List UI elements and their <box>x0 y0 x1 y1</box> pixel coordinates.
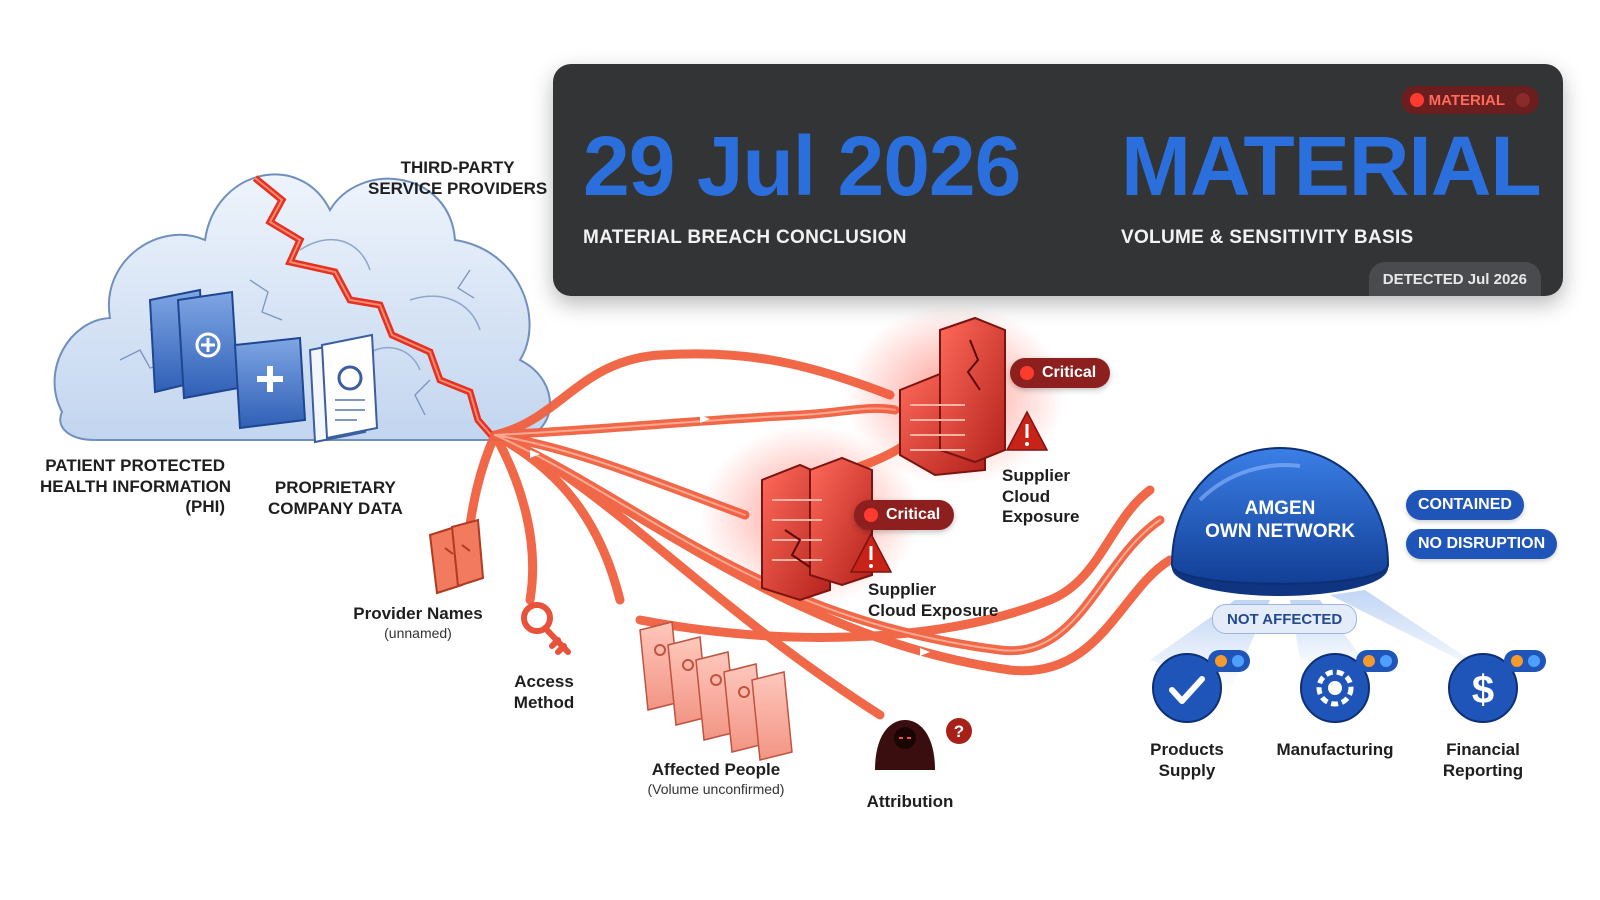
breach-summary-panel: MATERIAL 29 Jul 2026 MATERIAL BREACH CON… <box>553 64 1563 296</box>
status-dot-icon <box>1409 93 1424 107</box>
warning-icon <box>849 532 893 573</box>
date-caption: MATERIAL BREACH CONCLUSION <box>583 227 907 248</box>
provider-names-item: Provider Names (unnamed) <box>353 604 483 641</box>
proprietary-documents-icon <box>308 333 379 444</box>
hooded-figure-icon: ? <box>875 718 972 770</box>
alert-dot-icon <box>864 508 878 522</box>
gear-icon <box>1300 650 1398 723</box>
network-name: AMGEN OWN NETWORK <box>1205 498 1355 542</box>
affected-documents-icon <box>639 621 793 761</box>
phi-label: PATIENT PROTECTED HEALTH INFORMATION (PH… <box>40 456 232 517</box>
svg-text:$: $ <box>1472 668 1494 712</box>
status-badge: MATERIAL <box>1400 86 1539 114</box>
dollar-icon: $ <box>1448 650 1546 723</box>
phi-folders-icon <box>148 288 307 430</box>
function-label-manufacturing: Manufacturing <box>1276 740 1394 759</box>
function-label-financial-reporting: Financial Reporting <box>1442 740 1524 780</box>
not-affected-badge: NOT AFFECTED <box>1212 604 1358 634</box>
warning-icon <box>1005 410 1049 451</box>
third-party-label: THIRD-PARTY SERVICE PROVIDERS <box>368 158 548 198</box>
broken-id-card-icon <box>428 518 485 595</box>
check-icon <box>1152 650 1250 723</box>
function-label-products-supply: Products Supply <box>1150 740 1224 780</box>
critical-badge: Critical <box>1010 358 1111 388</box>
attribution-label: Attribution <box>866 792 954 811</box>
no-disruption-badge: NO DISRUPTION <box>1406 529 1558 559</box>
contained-badge: CONTAINED <box>1406 490 1524 520</box>
proprietary-label: PROPRIETARY COMPANY DATA <box>268 478 403 518</box>
affected-people-item: Affected People (Volume unconfirmed) <box>647 760 785 797</box>
alert-dot-icon <box>1020 366 1034 380</box>
critical-badge: Critical <box>854 500 955 530</box>
determination: MATERIAL <box>1121 119 1542 213</box>
supplier-cloud-exposure-label: Supplier Cloud Exposure <box>1002 466 1080 527</box>
status-dot-icon <box>1516 93 1530 107</box>
svg-text:?: ? <box>954 722 964 741</box>
access-method-label: Access Method <box>513 672 575 712</box>
detected-badge: DETECTED Jul 2026 <box>1368 262 1541 296</box>
supplier-cloud-exposure-label: Supplier Cloud Exposure <box>868 580 999 620</box>
supplier-cloud-building-icon <box>845 305 1065 485</box>
key-icon <box>521 602 571 655</box>
amgen-network-dome-icon <box>1170 446 1390 596</box>
conclusion-date: 29 Jul 2026 <box>583 119 1021 213</box>
determination-caption: VOLUME & SENSITIVITY BASIS <box>1121 227 1414 248</box>
